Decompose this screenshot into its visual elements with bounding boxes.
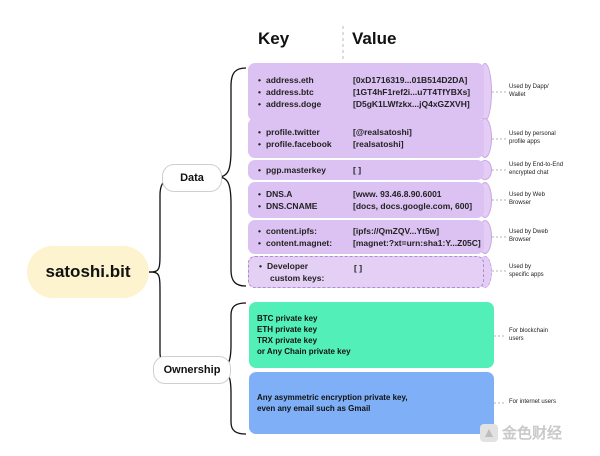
branch-data: Data — [162, 164, 222, 192]
ownership-line: even any email such as Gmail — [257, 404, 371, 413]
record-value: [realsatoshi] — [353, 139, 404, 149]
record-pgp: pgp.masterkey [ ] — [248, 160, 484, 180]
record-key: DNS.CNAME — [258, 200, 348, 212]
record-dns: DNS.A DNS.CNAME [www. 93.46.8.90.6001 [d… — [248, 182, 484, 218]
ownership-line: Any asymmetric encryption private key, — [257, 393, 408, 402]
record-custom: Developer custom keys: [ ] — [248, 256, 484, 288]
record-value: [ ] — [354, 263, 363, 273]
branch-ownership: Ownership — [153, 356, 231, 384]
record-content: content.ipfs: content.magnet: [ipfs://Qm… — [248, 220, 484, 254]
record-value: [D5gK1LWfzkx...jQ4xGZXVH] — [353, 99, 470, 109]
ownership-blockchain-keys: BTC private key ETH private key TRX priv… — [249, 302, 494, 368]
record-key: Developer — [259, 260, 349, 272]
record-value: [@realsatoshi] — [353, 127, 412, 137]
record-key: address.btc — [258, 86, 348, 98]
record-profile: profile.twitter profile.facebook [@reals… — [248, 118, 484, 158]
watermark-text: 金色财经 — [502, 425, 563, 442]
record-key: content.ipfs: — [258, 225, 348, 237]
key-header: Key — [258, 29, 290, 48]
record-value: [0xD1716319...01B514D2DA] — [353, 75, 468, 85]
ownership-line: BTC private key — [257, 314, 318, 323]
record-value: [docs, docs.google.com, 600] — [353, 201, 473, 211]
record-key: pgp.masterkey — [258, 164, 348, 176]
record-value: [ipfs://QmZQV...Yt5w] — [353, 226, 440, 236]
record-key: custom keys: — [270, 273, 325, 283]
record-key: profile.facebook — [258, 138, 348, 150]
record-key: address.doge — [258, 98, 348, 110]
record-value: [magnet:?xt=urn:sha1:Y...Z05C] — [353, 238, 481, 248]
record-key: DNS.A — [258, 188, 348, 200]
record-note: Used by Dapp/Wallet — [509, 84, 549, 98]
watermark: 金色财经 — [480, 422, 562, 443]
record-key: address.eth — [258, 74, 348, 86]
record-value: [ ] — [353, 165, 362, 175]
ownership-internet-keys: Any asymmetric encryption private key, e… — [249, 372, 494, 434]
value-header: Value — [352, 29, 397, 48]
record-value: [www. 93.46.8.90.6001 — [353, 189, 442, 199]
ownership-line: or Any Chain private key — [257, 347, 351, 356]
record-key: content.magnet: — [258, 237, 348, 249]
ownership-line: ETH private key — [257, 325, 318, 334]
watermark-logo-icon — [480, 423, 498, 442]
record-key: profile.twitter — [258, 126, 348, 138]
ownership-note: For internet users — [509, 399, 557, 405]
record-address: address.eth address.btc address.doge [0x… — [248, 63, 484, 121]
ownership-line: TRX private key — [257, 336, 318, 345]
root-node: satoshi.bit — [27, 246, 149, 298]
record-value: [1GT4hF1ref2i...u7T4TfYBXs] — [353, 87, 471, 97]
